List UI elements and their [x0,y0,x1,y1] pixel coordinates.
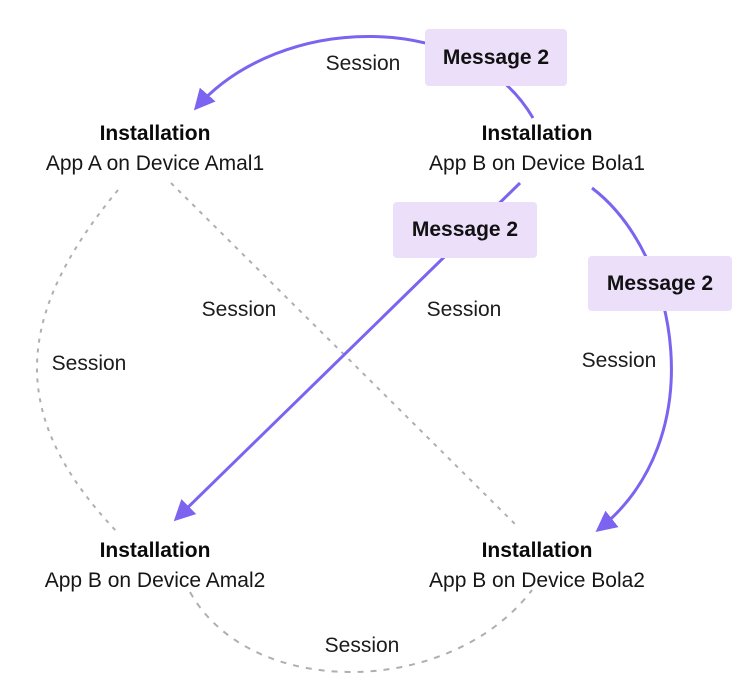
node-title: Installation [99,539,211,562]
session-label-middle-right: Session [426,298,502,321]
node-title: Installation [481,122,593,145]
node-subtitle: App B on Device Bola1 [429,152,645,175]
session-label-middle-left: Session [201,298,277,321]
node-installation-amal2: Installation App B on Device Amal2 [5,536,305,596]
session-label-bottom: Session [324,634,400,657]
node-title: Installation [481,539,593,562]
node-subtitle: App B on Device Amal2 [44,569,266,592]
session-line-amal1-amal2 [36,189,119,534]
session-label-top: Session [325,52,401,75]
message-arrow-bola1-bola2 [591,186,673,532]
session-label-right: Session [581,349,657,372]
session-line-amal1-bola2 [170,182,520,529]
message-badge-right: Message 2 [588,256,732,311]
node-subtitle: App B on Device Bola2 [429,569,645,592]
node-installation-amal1: Installation App A on Device Amal1 [5,119,305,179]
node-installation-bola1: Installation App B on Device Bola1 [387,119,687,179]
node-title: Installation [99,122,211,145]
session-label-left: Session [51,352,127,375]
message-badge-middle: Message 2 [393,202,537,258]
session-line-amal2-bola2 [189,589,533,673]
node-installation-bola2: Installation App B on Device Bola2 [387,536,687,596]
node-subtitle: App A on Device Amal1 [45,152,265,175]
message-badge-top: Message 2 [425,29,567,86]
